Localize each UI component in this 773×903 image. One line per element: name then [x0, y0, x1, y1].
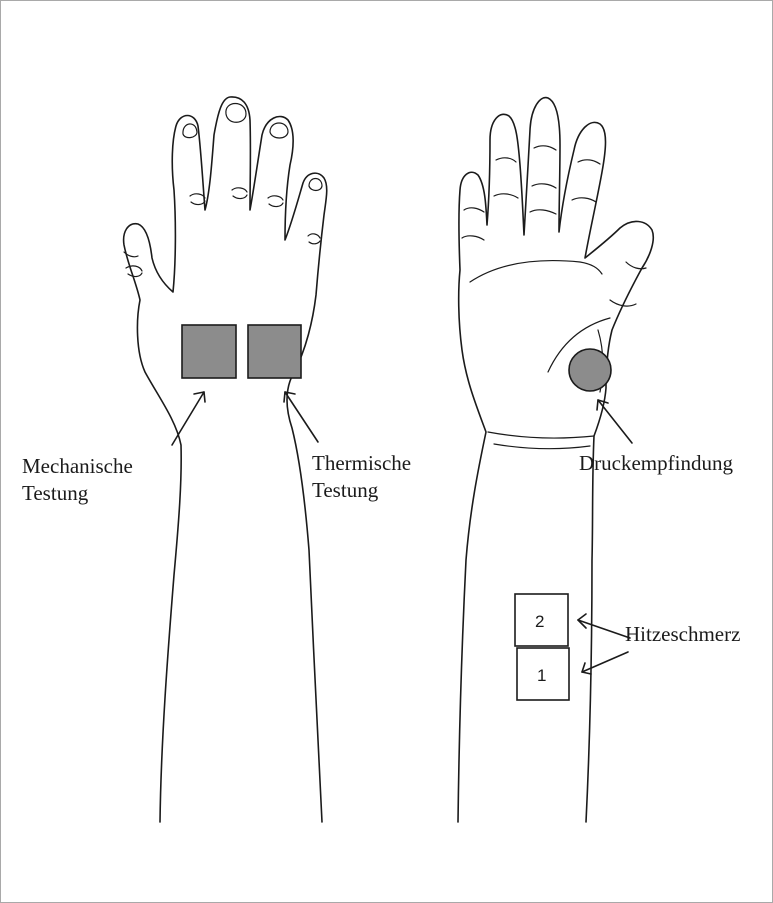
- heat-site-1-arrow: [582, 652, 628, 674]
- palm-crease-ring-2: [572, 198, 596, 202]
- wrist-crease: [488, 432, 594, 438]
- mechanical-label-line1: Mechanische: [22, 454, 133, 478]
- mechanical-test-patch: [182, 325, 236, 378]
- palm-crease-little: [464, 208, 484, 212]
- thermal-label-line2: Testung: [312, 478, 379, 502]
- palm-crease-middle-3: [530, 210, 556, 214]
- dorsal-nail-ring: [270, 123, 288, 138]
- palm-crease-middle-1: [534, 146, 556, 150]
- mechanical-label-line2: Testung: [22, 481, 89, 505]
- palm-crease-little-2: [462, 236, 484, 240]
- thermal-test-patch: [248, 325, 301, 378]
- palm-crease-index-2: [494, 194, 518, 198]
- dorsal-thumb-crease: [126, 266, 142, 277]
- dorsal-knuckle-2: [232, 188, 247, 199]
- heat-pain-label: Hitzeschmerz: [625, 622, 740, 646]
- mechanical-arrow: [172, 392, 205, 445]
- dorsal-nail-little: [309, 179, 322, 191]
- dorsal-hand-drawing: [124, 97, 327, 822]
- palm-crease-ring-1: [578, 160, 600, 164]
- pressure-arrow: [597, 400, 632, 443]
- thermal-label-line1: Thermische: [312, 451, 411, 475]
- dorsal-knuckle-1: [190, 194, 205, 205]
- pressure-label: Druckempfindung: [579, 451, 733, 475]
- thumb-crease-2: [610, 300, 636, 306]
- palm-crease-index-1: [496, 158, 516, 162]
- heat-site-1-number: 1: [537, 666, 546, 685]
- palm-heart-line: [470, 261, 602, 282]
- dorsal-nail-middle: [226, 104, 246, 123]
- dorsal-knuckle-4: [308, 234, 320, 244]
- pressure-test-spot: [569, 349, 611, 391]
- heat-site-2-number: 2: [535, 612, 544, 631]
- heat-site-2-arrow: [578, 614, 630, 638]
- dorsal-knuckle-3: [268, 196, 283, 207]
- dorsal-nail-index: [183, 124, 197, 138]
- wrist-crease-2: [494, 444, 590, 449]
- dorsal-hand-outline: [124, 97, 327, 822]
- palm-crease-middle-2: [532, 184, 556, 188]
